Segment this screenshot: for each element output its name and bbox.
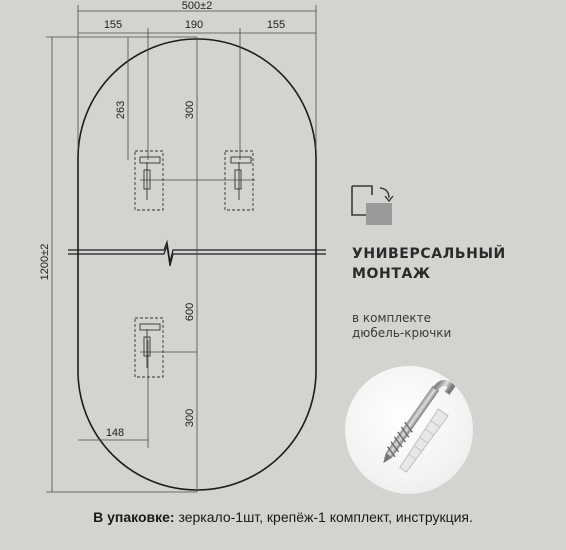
dim-middle-vertical: 600 [184,303,196,321]
break-line [68,239,326,267]
dim-total-height: 1200±2 [39,244,51,281]
heading-line2: МОНТАЖ [352,266,431,282]
dim-segment-middle: 190 [185,19,203,31]
package-contents: В упаковке: зеркало-1шт, крепёж-1 компле… [0,509,566,525]
package-contents-label: В упаковке: [93,509,175,525]
dim-segment-left: 155 [104,19,122,31]
sub-line1: в комплекте [352,311,432,325]
mirror-outline [77,38,317,491]
hook-upper-right [224,150,254,211]
package-contents-text: зеркало-1шт, крепёж-1 комплект, инструкц… [174,509,473,525]
dim-upper-hook-offset: 263 [115,101,127,119]
dimension-lines [46,5,317,493]
rotate-orientation-icon [351,185,394,225]
dim-total-width: 500±2 [182,0,213,12]
hook-upper-left [134,150,164,211]
sub-line2: дюбель-крючки [352,326,452,340]
dim-upper-vertical: 300 [184,101,196,119]
dim-segment-right: 155 [267,19,285,31]
dim-lower-vertical: 300 [184,409,196,427]
mounting-hooks [134,150,254,378]
heading-line1: УНИВЕРСАЛЬНЫЙ [352,246,506,262]
hook-lower [134,317,164,378]
dowel-hook-photo [345,366,473,494]
dim-lower-hook-offset: 148 [106,427,124,439]
